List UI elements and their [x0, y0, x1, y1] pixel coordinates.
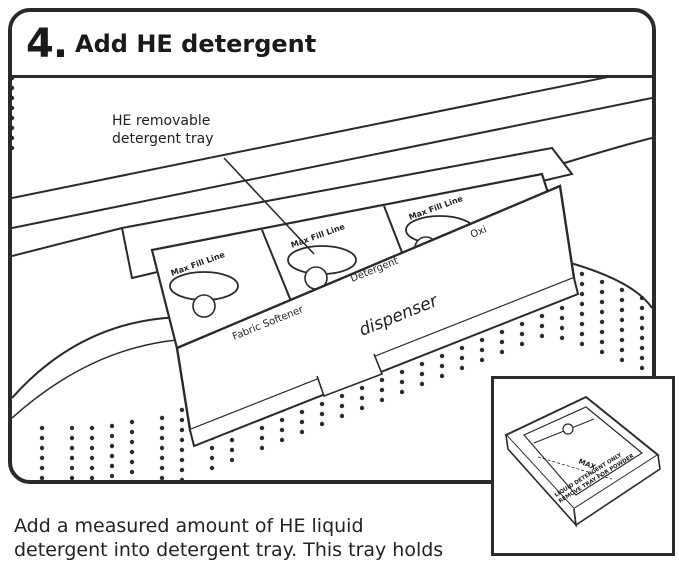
inset-tray-detail: MAX LIQUID DETERGENT ONLY REMOVE TRAY FO… [491, 376, 675, 556]
inset-tray-illustration: MAX LIQUID DETERGENT ONLY REMOVE TRAY FO… [504, 395, 661, 528]
tub-perforations [12, 78, 645, 480]
instruction-line-2: detergent into detergent tray. This tray… [14, 539, 444, 561]
instruction-panel: 4. Add HE detergent [8, 8, 656, 484]
callout-line-1: HE removable [112, 113, 211, 129]
callout-line-2: detergent tray [112, 131, 214, 147]
tray-callout: HE removable detergent tray [112, 112, 214, 148]
washer-illustration: Max Fill Line Max Fill Line Max Fill Lin… [12, 78, 652, 480]
step-header: 4. Add HE detergent [12, 12, 652, 78]
instruction-text: Add a measured amount of HE liquid deter… [14, 514, 484, 562]
step-number: 4. [26, 20, 68, 67]
step-title: Add HE detergent [75, 29, 317, 58]
instruction-line-1: Add a measured amount of HE liquid [14, 515, 364, 537]
